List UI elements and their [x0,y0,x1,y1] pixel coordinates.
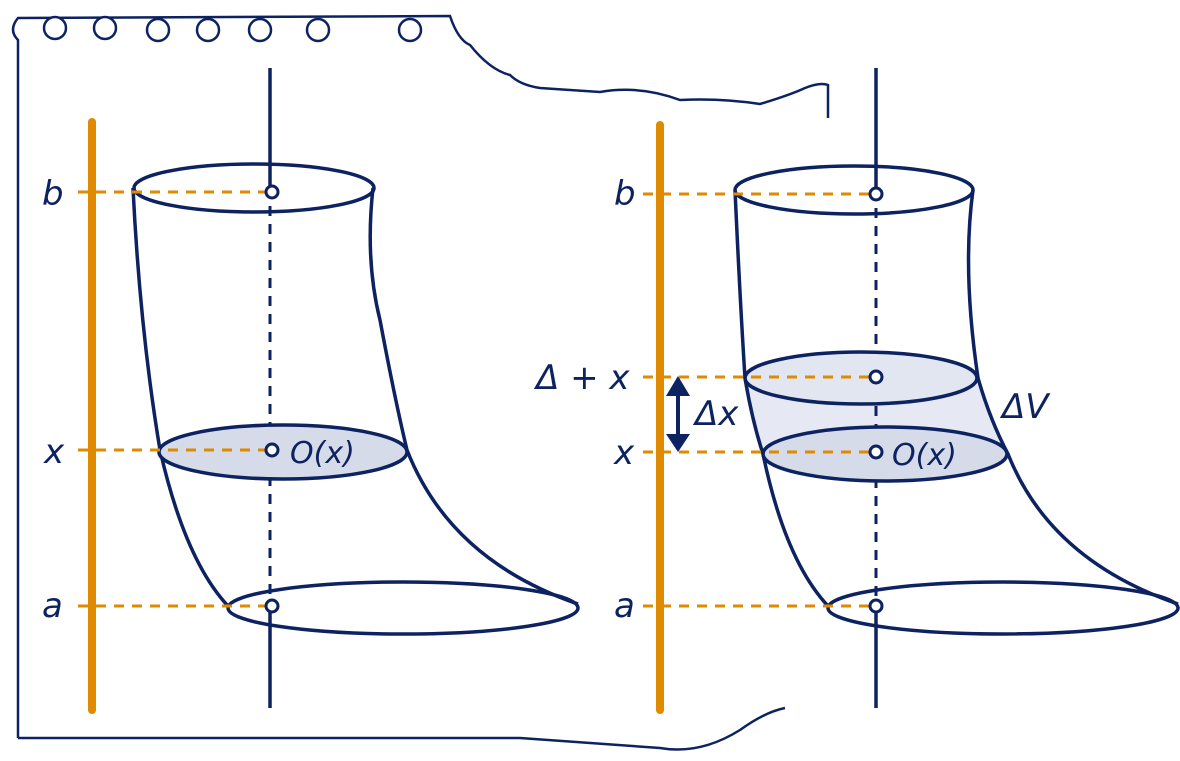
left-label-x: x [43,432,65,472]
delta-x-label: Δx [692,394,739,434]
left-solid-left-side [131,187,230,608]
left-figure: b x a O(x) [42,68,580,714]
delta-x-double-arrow [666,376,690,452]
spiral-holes [42,15,423,43]
right-label-a: a [614,586,635,626]
left-label-a: a [42,586,63,626]
right-figure: b Δ + x x a Δx ΔV O(x) [533,68,1180,714]
delta-v-label: ΔV [999,387,1051,427]
left-label-b: b [42,174,64,214]
right-lower-slice [761,425,1009,483]
left-top-ellipse [132,162,376,214]
left-bottom-ellipse [226,580,580,636]
right-label-b: b [614,174,636,214]
right-top-ellipse [733,164,975,216]
right-solid-right-side [966,189,1179,606]
notebook-paper-outline [11,14,830,751]
right-label-x: x [613,433,635,473]
left-cross-section-label: O(x) [290,436,355,471]
left-cross-section [157,423,409,481]
right-cross-section-label: O(x) [892,438,957,473]
right-label-dx-plus-x: Δ + x [533,358,630,398]
right-bottom-ellipse [826,580,1180,636]
left-solid-right-side [368,187,579,606]
right-solid-left-side [733,189,830,608]
